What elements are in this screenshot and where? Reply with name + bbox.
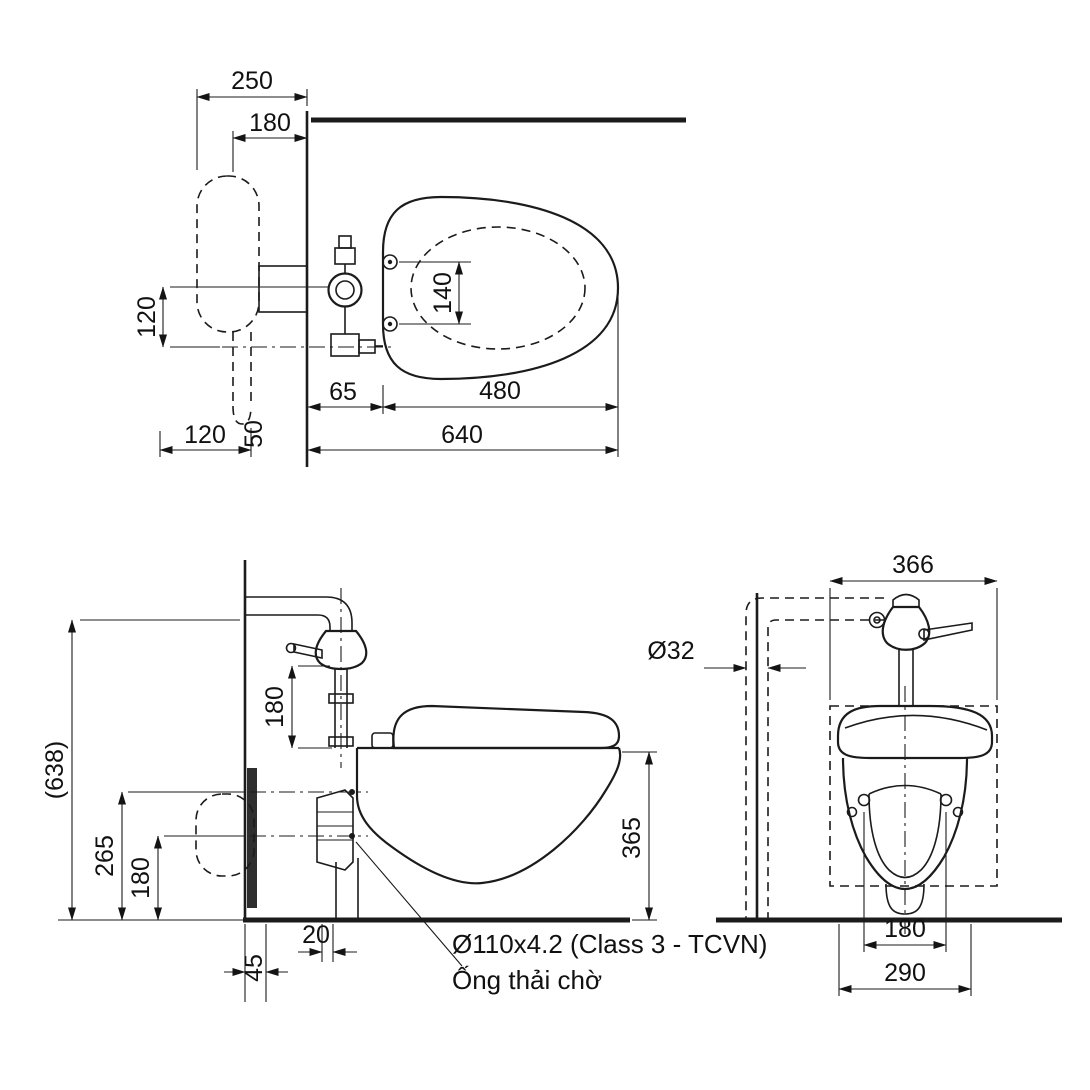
valve-cap [892,593,920,608]
supply-pipe-side [245,614,331,631]
seat-lid-side [392,704,621,750]
dim-640: 640 [307,421,619,454]
top-view: 250 180 120 140 65 480 640 120 50 [133,67,686,467]
dim-45-label: 45 [240,954,268,982]
dim-45: 45 [224,924,288,1002]
seat-contour-arc [844,714,988,731]
dim-180-front-label: 180 [884,915,926,943]
valve-body-circle [327,272,363,308]
dim-180-lower: 180 [127,835,246,921]
hinge-bolt [382,316,398,332]
fixing-hole [857,793,871,807]
dim-180-lower-label: 180 [127,857,155,899]
dim-290-label: 290 [884,959,926,987]
valve-body [881,605,931,651]
leader-line [355,841,463,967]
dim-32: Ø32 [647,637,806,672]
dim-638-label: (638) [41,741,69,799]
dim-365: 365 [618,751,657,921]
dim-32-label: Ø32 [647,637,694,665]
flush-valve-front-view [868,593,973,706]
dim-120b-label: 120 [184,421,226,449]
dim-180-valve-label: 180 [261,686,289,728]
dim-20-label: 20 [302,921,330,949]
tank-bracket [258,265,308,313]
valve-handle [923,622,973,641]
dim-366: 366 [829,551,998,700]
supply-pipe-front [745,597,884,918]
dim-65: 65 [307,378,384,414]
bowl-rim-dashed [410,226,586,350]
dim-180-front: 180 [863,812,947,952]
dim-180-label: 180 [249,109,291,137]
supply-pipe-cap [232,405,252,425]
front-view: 366 Ø32 180 290 [647,551,1062,996]
bowl-outline-side [355,747,622,885]
fixing-hole [952,806,964,818]
concealed-tank-outline-top [196,175,260,333]
dim-265-label: 265 [91,835,119,877]
hinge-bolt-dot [387,321,393,327]
pipe-spec-label: Ø110x4.2 (Class 3 - TCVN) [452,929,767,959]
valve-inlet-circle [873,616,881,624]
valve-handle-pivot [918,628,930,640]
dim-365-label: 365 [618,817,646,859]
valve-spud [330,333,360,357]
dim-265: 265 [91,791,246,921]
dim-65-label: 65 [329,378,357,406]
valve-handle [293,643,323,659]
flush-valve-side-view [285,588,368,768]
dim-50-label: 50 [240,420,268,448]
bowl-inner-arch [868,793,942,879]
dim-640-label: 640 [441,421,483,449]
dim-120v-label: 120 [133,296,161,338]
drain-waiting-label: Ống thải chờ [452,965,602,995]
valve-nut [328,693,354,704]
dim-250-label: 250 [231,67,273,95]
fixing-hole [846,806,858,818]
side-view: (638) 265 180 180 45 20 365 Ø110x4.2 ( [41,560,767,1002]
dim-366-label: 366 [892,551,934,579]
concealed-tank-outline-side [195,793,255,877]
bowl-outlet-front [885,883,925,915]
bolt-dot [349,833,355,839]
valve-body-circle [335,280,355,300]
seat-band-front [836,704,994,760]
supply-pipe-front [767,619,884,918]
valve-stem [334,247,356,265]
seat-hinge [371,732,394,749]
mounting-plate [247,768,257,908]
dim-120-bottom: 120 [159,421,252,457]
dim-180-valve: 180 [261,665,332,749]
dim-480: 480 [382,297,619,457]
dim-140-label: 140 [429,272,457,314]
dim-20: 20 [298,921,357,962]
supply-pipe-side [245,596,353,631]
dim-120-vertical: 120 [133,286,328,348]
bolt-dot [349,789,355,795]
flush-valve-top-view [327,235,383,357]
dim-180-top: 180 [232,109,308,172]
dim-480-label: 480 [479,377,521,405]
dim-638: (638) [41,619,243,921]
bowl-outline-top [381,195,620,381]
hinge-bolt-dot [387,259,393,265]
wall-spud-bellows [316,789,354,871]
dim-250: 250 [196,67,308,170]
fixing-hole [939,793,953,807]
dim-290: 290 [838,924,972,996]
bowl-bounding-dashed-box [829,705,998,887]
valve-handle-knob [285,642,297,654]
valve-stem [338,235,352,249]
hinge-bolt [382,254,398,270]
dim-140: 140 [399,261,471,325]
